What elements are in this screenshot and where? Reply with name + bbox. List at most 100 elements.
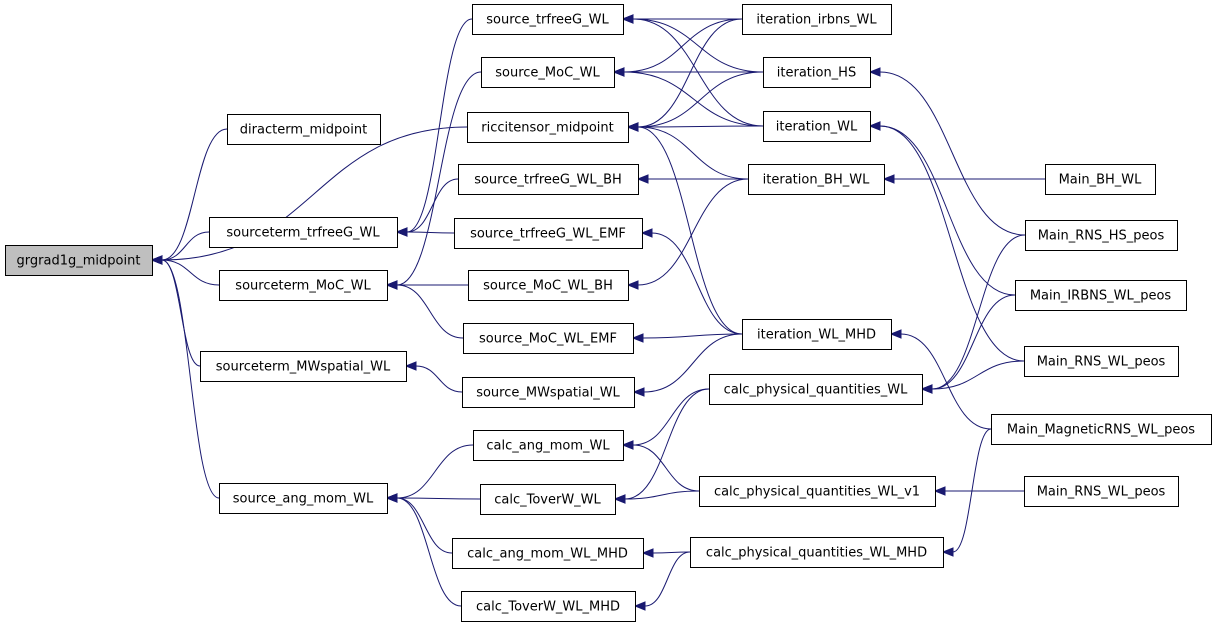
node-diracterm-midpoint[interactable]: diracterm_midpoint	[227, 114, 381, 145]
node-source-moc-wl-emf[interactable]: source_MoC_WL_EMF	[463, 323, 634, 354]
node-box	[462, 377, 635, 408]
node-source-trfreeg-wl-emf[interactable]: source_trfreeG_WL_EMF	[454, 218, 643, 249]
edge-iteration_BH_WL-to-source_MoC_WL_BH	[626, 178, 749, 290]
node-main-irbns-wl-peos[interactable]: Main_IRBNS_WL_peos	[1015, 280, 1187, 311]
edge-sourceterm_MWspatial_WL-to-grgrad1g_midpoint	[150, 255, 201, 367]
edge-line	[952, 428, 992, 553]
node-label: iteration_WL	[776, 120, 858, 135]
edge-line	[637, 18, 743, 128]
node-main-rns-wl-peos-a[interactable]: Main_RNS_WL_peos	[1024, 346, 1179, 377]
edge-line	[396, 71, 482, 286]
edge-line	[652, 551, 691, 554]
edge-layer	[150, 14, 1045, 611]
node-source-ang-mom-wl[interactable]: source_ang_mom_WL	[219, 483, 388, 514]
edge-line	[637, 71, 764, 128]
edge-source_MoC_WL_EMF-to-sourceterm_MoC_WL	[385, 280, 464, 339]
node-box	[472, 4, 624, 35]
node-riccitensor-midpoint[interactable]: riccitensor_midpoint	[467, 112, 629, 143]
edge-arrowhead	[621, 440, 634, 450]
node-label: Main_MagneticRNS_WL_peos	[1007, 423, 1195, 438]
node-source-trfreeg-wl[interactable]: source_trfreeG_WL	[472, 4, 624, 35]
node-source-moc-wl-bh[interactable]: source_MoC_WL_BH	[468, 270, 629, 301]
edge-line	[642, 333, 743, 339]
edge-line	[632, 388, 710, 446]
edge-line	[632, 444, 700, 492]
node-box	[1025, 220, 1178, 251]
edge-iteration_WL_MHD-to-source_MoC_WL_EMF	[631, 333, 743, 343]
edge-arrowhead	[395, 227, 408, 237]
node-label: iteration_WL_MHD	[757, 328, 876, 343]
edge-Main_RNS_HS_peos-to-calc_physical_quantities_WL	[920, 234, 1026, 394]
edge-source_trfreeG_WL_BH-to-sourceterm_trfreeG_WL	[395, 178, 459, 237]
node-box	[748, 164, 885, 195]
edge-arrowhead	[920, 384, 933, 394]
node-calc-ang-mom-wl[interactable]: calc_ang_mom_WL	[473, 430, 624, 461]
node-box	[742, 4, 892, 35]
node-label: source_MWspatial_WL	[476, 386, 620, 401]
node-source-mwspatial-wl[interactable]: source_MWspatial_WL	[462, 377, 635, 408]
node-iteration-hs[interactable]: iteration_HS	[763, 57, 871, 88]
edge-line	[161, 231, 210, 261]
node-box	[709, 374, 923, 405]
node-sourceterm-mwspatial-wl[interactable]: sourceterm_MWspatial_WL	[200, 351, 407, 382]
edge-line	[161, 128, 228, 261]
edge-arrowhead	[882, 174, 895, 184]
node-box	[219, 270, 388, 301]
edge-line	[161, 126, 468, 261]
node-calc-physical-quantities-wl[interactable]: calc_physical_quantities_WL	[709, 374, 923, 405]
edge-line	[396, 284, 464, 339]
node-main-rns-hs-peos[interactable]: Main_RNS_HS_peos	[1025, 220, 1178, 251]
edge-source_MWspatial_WL-to-sourceterm_MWspatial_WL	[404, 361, 463, 393]
node-iteration-wl[interactable]: iteration_WL	[763, 111, 871, 142]
edge-arrowhead	[613, 494, 626, 504]
node-box	[468, 270, 629, 301]
edge-source_ang_mom_WL-to-grgrad1g_midpoint	[150, 255, 220, 499]
edge-source_trfreeG_WL_EMF-to-sourceterm_trfreeG_WL	[395, 227, 455, 237]
node-grgrad1g-midpoint: grgrad1g_midpoint	[5, 245, 153, 276]
node-calc-toverw-wl-mhd[interactable]: calc_ToverW_WL_MHD	[461, 591, 636, 622]
edge-iteration_WL_MHD-to-source_trfreeG_WL_EMF	[640, 228, 743, 335]
edge-line	[644, 551, 691, 607]
node-calc-physical-quantities-wl-v1[interactable]: calc_physical_quantities_WL_v1	[699, 476, 936, 507]
node-iteration-wl-mhd[interactable]: iteration_WL_MHD	[742, 319, 892, 350]
node-calc-physical-quantities-wl-mhd[interactable]: calc_physical_quantities_WL_MHD	[690, 537, 944, 568]
edge-line	[637, 178, 749, 286]
node-box	[991, 414, 1212, 445]
node-label: sourceterm_trfreeG_WL	[226, 226, 380, 241]
node-label: source_trfreeG_WL	[486, 13, 609, 28]
node-main-magneticrns-wl-peos[interactable]: Main_MagneticRNS_WL_peos	[991, 414, 1212, 445]
node-sourceterm-moc-wl[interactable]: sourceterm_MoC_WL	[219, 270, 388, 301]
node-iteration-irbns-wl[interactable]: iteration_irbns_WL	[742, 4, 892, 35]
node-main-bh-wl[interactable]: Main_BH_WL	[1045, 164, 1156, 195]
edge-arrowhead	[889, 329, 902, 339]
edge-calc_ang_mom_WL-to-source_ang_mom_WL	[385, 444, 474, 503]
node-source-trfreeg-wl-bh[interactable]: source_trfreeG_WL_BH	[458, 164, 639, 195]
node-main-rns-wl-peos-b[interactable]: Main_RNS_WL_peos	[1024, 476, 1179, 507]
node-sourceterm-trfreeg-wl[interactable]: sourceterm_trfreeG_WL	[209, 217, 398, 248]
node-label: Main_BH_WL	[1059, 173, 1143, 188]
node-label: calc_physical_quantities_WL	[724, 383, 908, 398]
edge-line	[406, 178, 459, 233]
node-source-moc-wl[interactable]: source_MoC_WL	[481, 57, 615, 88]
edge-line	[161, 259, 220, 499]
node-iteration-bh-wl[interactable]: iteration_BH_WL	[748, 164, 885, 195]
node-box	[1024, 346, 1179, 377]
edge-calc_physical_quantities_WL-to-calc_ang_mom_WL	[621, 388, 710, 450]
node-box	[763, 57, 871, 88]
node-calc-toverw-wl[interactable]: calc_ToverW_WL	[480, 484, 616, 515]
node-calc-ang-mom-wl-mhd[interactable]: calc_ang_mom_WL_MHD	[452, 538, 644, 569]
edge-arrowhead	[626, 122, 639, 132]
node-label: Main_RNS_WL_peos	[1037, 485, 1166, 500]
node-label: iteration_HS	[777, 66, 856, 81]
node-box	[473, 430, 624, 461]
edge-arrowhead	[941, 547, 954, 557]
node-box	[461, 591, 636, 622]
edge-line	[931, 294, 1016, 390]
node-box	[209, 217, 398, 248]
node-label: diracterm_midpoint	[240, 123, 367, 138]
edge-arrowhead	[633, 601, 646, 611]
node-box	[1045, 164, 1156, 195]
node-label: calc_ToverW_WL_MHD	[476, 600, 620, 615]
node-box	[463, 323, 634, 354]
